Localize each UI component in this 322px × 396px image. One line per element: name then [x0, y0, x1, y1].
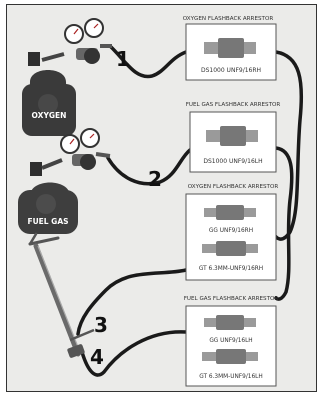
torch-highlight [37, 245, 81, 353]
oxygen-gg-body [216, 205, 244, 220]
fuel-gt-outlet [246, 352, 258, 361]
fuel-gg-body [216, 315, 244, 330]
oxygen-gt-model: GT 6.3MM-UNF9/16RH [199, 266, 263, 272]
oxygen-arrestor-outlet [244, 42, 256, 54]
hose-fuel-regulator [106, 148, 192, 186]
hose-fuel-outlet [274, 146, 294, 301]
fuel-torch-arrestor-box: GG UNF9/16LH GT 6.3MM-UNF9/16LH [185, 305, 277, 387]
fuel-gt-body [216, 349, 246, 364]
hose-oxygen-to-torch [76, 268, 188, 336]
fuel-gt-inlet [202, 352, 216, 361]
oxygen-gt-body [216, 241, 246, 256]
oxygen-torch-arrestor-box: GG UNF9/16RH GT 6.3MM-UNF9/16RH [185, 193, 277, 281]
fuel-gg-outlet [244, 318, 256, 327]
fuel-gg-model: GG UNF9/16LH [209, 338, 252, 344]
fuel-valve [30, 162, 42, 176]
oxygen-arrestor-body [218, 38, 244, 58]
torch-connector [67, 344, 85, 358]
cutting-torch [28, 232, 95, 358]
oxygen-valve [28, 52, 40, 66]
fuel-arrestor-title: FUEL GAS FLASHBACK ARRESTOR [186, 102, 281, 108]
oxygen-arrestor-model: DS1000 UNF9/16RH [201, 67, 261, 74]
torch-head [28, 232, 38, 246]
fuel-gauge-needle-right [89, 133, 95, 139]
oxygen-gg-outlet [244, 208, 256, 217]
fuel-arrestor-box: DS1000 UNF9/16LH [189, 111, 277, 173]
oxygen-gg-inlet [204, 208, 216, 217]
fuel-arrestor-body [220, 126, 246, 146]
oxygen-torch-arrestor-title: OXYGEN FLASHBACK ARRESTOR [188, 184, 279, 190]
oxygen-regulator-knob [84, 48, 100, 64]
hose-fuel-to-torch [80, 330, 188, 377]
fuel-regulator-outlet [95, 152, 111, 158]
callout-number-3: 3 [94, 313, 108, 337]
callout-number-2: 2 [148, 167, 162, 191]
oxygen-arrestor-inlet [204, 42, 218, 54]
oxygen-arrestor-box: DS1000 UNF9/16RH [185, 23, 277, 81]
callout-number-4: 4 [90, 345, 104, 369]
fuel-gauge-needle-left [69, 138, 75, 145]
fuel-regulator-stem [41, 158, 63, 170]
callout-number-1: 1 [116, 47, 130, 71]
oxygen-cylinder-label: OXYGEN [32, 111, 67, 120]
fuel-cylinder-label: FUEL GAS [27, 217, 68, 226]
hose-oxygen-regulator [108, 44, 188, 79]
torch-lever [69, 328, 95, 342]
oxygen-gauge-needle-left [73, 28, 79, 35]
oxygen-gauge-needle-right [93, 23, 99, 29]
fuel-regulator-knob [80, 154, 96, 170]
fuel-cylinder-shine [36, 194, 56, 214]
oxygen-regulator-stem [41, 52, 65, 62]
oxygen-gt-outlet [246, 244, 258, 253]
fuel-arrestor-model: DS1000 UNF9/16LH [203, 158, 262, 165]
fuel-gas-cylinder: FUEL GAS [18, 162, 78, 234]
torch-body [33, 243, 81, 357]
hoses [76, 44, 304, 377]
fuel-regulator [41, 128, 111, 170]
oxygen-arrestor-title: OXYGEN FLASHBACK ARRESTOR [183, 16, 274, 22]
oxygen-regulator [41, 18, 112, 64]
fuel-gt-model: GT 6.3MM-UNF9/16LH [199, 374, 263, 380]
oxygen-gt-inlet [202, 244, 216, 253]
torch-tip [28, 236, 60, 246]
fuel-arrestor-outlet [246, 130, 258, 142]
fuel-torch-arrestor-title: FUEL GAS FLASHBACK ARRESTOR [184, 296, 279, 302]
hose-oxygen-outlet [272, 50, 304, 241]
fuel-gg-inlet [204, 318, 216, 327]
fuel-arrestor-inlet [206, 130, 220, 142]
oxygen-cylinder: OXYGEN [22, 52, 76, 136]
oxygen-cylinder-shine [38, 94, 58, 114]
oxygen-arrestor-panel [185, 23, 277, 81]
oxygen-gg-model: GG UNF9/16RH [209, 228, 253, 234]
